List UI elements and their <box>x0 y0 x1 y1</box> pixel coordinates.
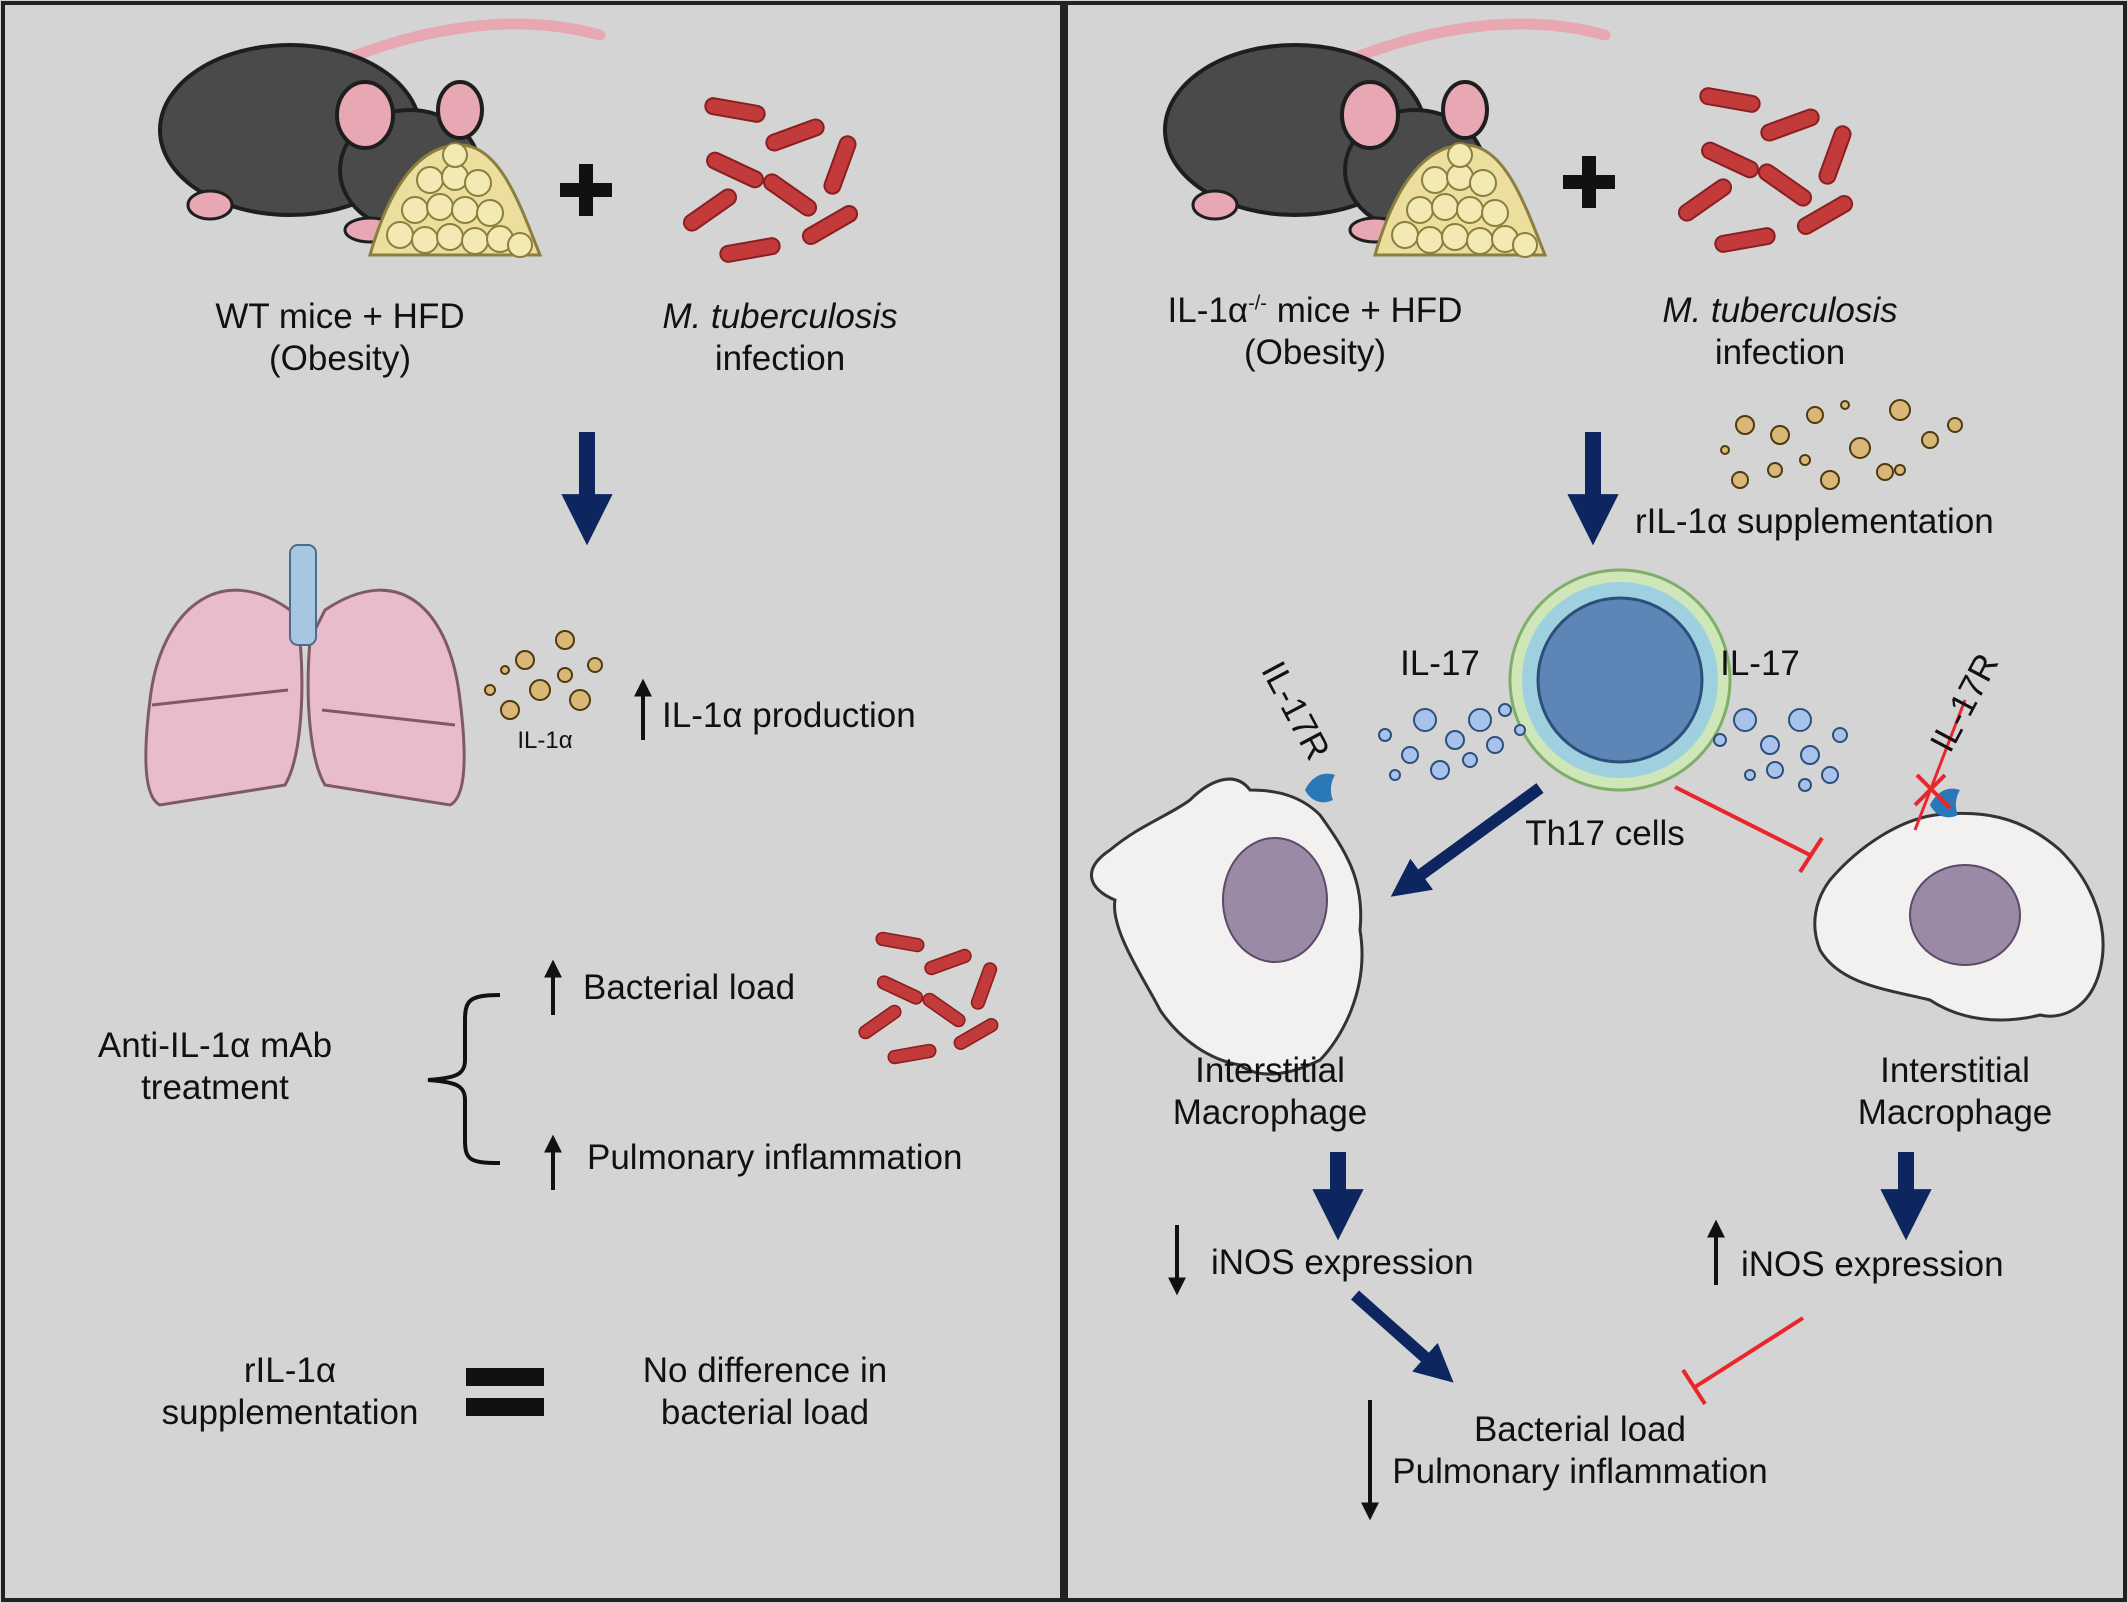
mtb-label-2: M. tuberculosis infection <box>1630 290 1930 374</box>
il17-cytokines-right <box>1713 708 1848 792</box>
il17-cytokines-left <box>1378 703 1526 781</box>
pulmonary-inflammation-outcome: Pulmonary inflammation <box>587 1138 963 1177</box>
no-difference-line2: bacterial load <box>660 1393 870 1432</box>
mtb-label-line1: M. tuberculosis <box>662 297 898 336</box>
ko-mouse-label-line1: IL-1α-/- mice + HFD <box>1140 290 1490 332</box>
treatment-label-line2: treatment <box>141 1068 289 1107</box>
plus-icon <box>560 164 612 216</box>
th17-cell <box>1508 568 1732 792</box>
ril1a-particles <box>1720 399 1963 490</box>
th17-activates-arrow <box>1390 783 1544 897</box>
ril1a-supplementation-label: rIL-1α supplementation <box>1635 502 1994 541</box>
treatment-label-line1: Anti-IL-1α mAb <box>97 1026 333 1065</box>
macrophage-right-line1: Interstitial <box>1880 1051 2030 1090</box>
equals-icon <box>466 1368 544 1416</box>
mtb-label: M. tuberculosis infection <box>630 296 930 380</box>
outcome-line2: Pulmonary inflammation <box>1392 1452 1768 1491</box>
no-difference-line1: No difference in <box>642 1351 888 1390</box>
outcome-label: Bacterial load Pulmonary inflammation <box>1370 1409 1790 1493</box>
macrophage-right-label: Interstitial Macrophage <box>1835 1050 2075 1134</box>
macrophage-left-line1: Interstitial <box>1195 1051 1345 1090</box>
plus-icon-2 <box>1563 156 1615 208</box>
inos-label-right: iNOS expression <box>1741 1245 2004 1284</box>
macrophage-left-label: Interstitial Macrophage <box>1150 1050 1390 1134</box>
wt-mouse-label-line2: (Obesity) <box>269 339 411 378</box>
macrophage-right <box>1813 699 2105 1022</box>
il17-label-left: IL-17 <box>1400 644 1480 683</box>
ril1a-supplement-line2: supplementation <box>161 1393 419 1432</box>
macrophage-left-line2: Macrophage <box>1172 1093 1368 1132</box>
th17-inhibit-line <box>1674 785 1824 874</box>
production-label: IL-1α production <box>662 696 916 735</box>
th17-label: Th17 cells <box>1525 814 1685 853</box>
macrophage-right-line2: Macrophage <box>1857 1093 2053 1132</box>
mtb-label-2-line1: M. tuberculosis <box>1662 291 1898 330</box>
mtb-label-line2: infection <box>714 339 846 378</box>
ko-mouse-rest: mice + HFD <box>1266 291 1463 330</box>
treatment-label: Anti-IL-1α mAb treatment <box>75 1025 355 1109</box>
wt-mouse-label: WT mice + HFD (Obesity) <box>190 296 490 380</box>
bacterial-load-outcome: Bacterial load <box>583 968 796 1007</box>
brace <box>427 993 501 1165</box>
il1a-particle-label: IL-1α <box>517 727 573 754</box>
ril1a-supplement-line1: rIL-1α <box>243 1351 337 1390</box>
no-difference-label: No difference in bacterial load <box>605 1350 925 1434</box>
lung-icon <box>144 544 466 807</box>
ko-mouse-label-line2: (Obesity) <box>1244 333 1386 372</box>
ko-mouse-label: IL-1α-/- mice + HFD (Obesity) <box>1140 290 1490 374</box>
mtb-label-2-line2: infection <box>1714 333 1846 372</box>
ko-mouse-superscript: -/- <box>1248 292 1267 315</box>
ril1a-supplement-label: rIL-1α supplementation <box>140 1350 440 1434</box>
wt-mouse-label-line1: WT mice + HFD <box>215 297 465 336</box>
ko-mouse-gene: IL-1α <box>1167 291 1249 330</box>
inos-to-outcome-arrow <box>1351 1290 1454 1383</box>
il1a-particles <box>484 630 603 720</box>
inos-label-left: iNOS expression <box>1211 1243 1474 1282</box>
il17-label-right: IL-17 <box>1720 644 1800 683</box>
outcome-line1: Bacterial load <box>1473 1410 1687 1449</box>
inos-inhibit-line <box>1681 1316 1805 1406</box>
macrophage-left <box>1090 773 1364 1076</box>
